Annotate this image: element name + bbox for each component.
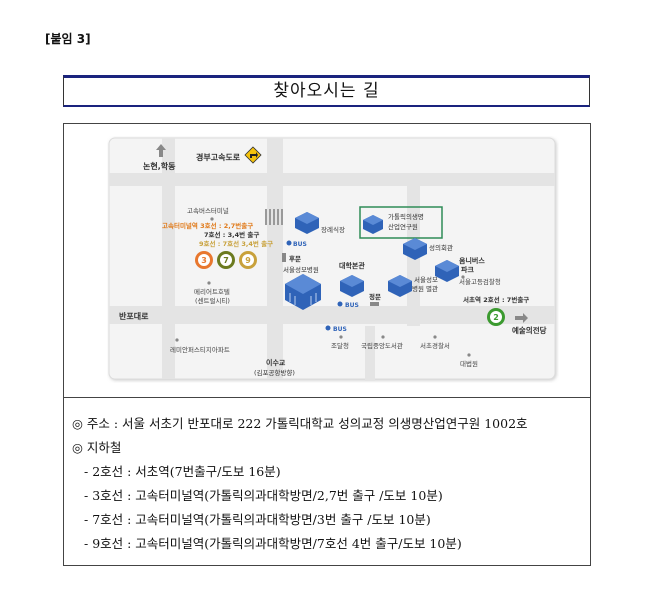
building-seoul-st-mary: [285, 274, 321, 310]
road-center: [267, 138, 283, 379]
label-bio-institute-1: 가톨릭의생명: [388, 212, 424, 221]
svg-text:2: 2: [493, 313, 499, 322]
label-isugyo-2: (김포공항방향): [254, 368, 295, 377]
right-arrow-icon: [515, 313, 528, 323]
subway-badge-9: 9: [239, 251, 257, 269]
label-marriott-1: 메리어트호텔: [194, 287, 230, 296]
building-annex: [388, 275, 412, 297]
page-title-box: 찾아오시는 길: [63, 75, 590, 107]
label-main-gate: 정문: [369, 292, 381, 301]
label-omnibus-2: 파크: [461, 265, 474, 274]
label-jangrae: 장례식장: [321, 225, 345, 234]
road-top: [109, 173, 555, 186]
back-gate-marker: [282, 253, 286, 262]
crosswalk: [265, 209, 283, 225]
label-isugyo-1: 이수교: [266, 358, 286, 367]
marker-jodalcheong: [339, 335, 343, 339]
label-seoul-st-mary: 서울성모병원: [283, 265, 319, 274]
marker-library: [381, 335, 385, 339]
marker-marriott: [207, 281, 211, 285]
marker-bus-terminal: [210, 217, 214, 221]
label-banpo-road: 반포대로: [119, 311, 149, 321]
building-bio-institute: [363, 215, 383, 234]
main-gate-marker: [370, 302, 379, 306]
label-gyeongbu: 경부고속도로: [196, 152, 241, 162]
directions-info: ◎ 주소 : 서울 서초기 반포대로 222 가톨릭대학교 성의교정 의생명산업…: [72, 412, 528, 556]
road-left: [162, 138, 175, 379]
label-bus-terminal: 고속버스터미널: [187, 206, 229, 215]
label-marriott-2: (센트럴시티): [195, 296, 230, 305]
subway-heading: ◎ 지하철: [72, 440, 122, 455]
svg-text:7: 7: [223, 256, 229, 265]
label-terminal-line7: 7호선 : 3,4번 출구: [204, 230, 259, 239]
label-terminal-line9: 9호선 : 7호선 3,4번 출구: [199, 239, 273, 248]
page-title: 찾아오시는 길: [273, 81, 380, 101]
subway-line-3: - 3호선 : 고속터미널역(가톨릭의과대학방면/2,7번 출구 /도보 10분…: [84, 488, 443, 503]
bus-stop-icon-1: [286, 240, 292, 246]
label-prosecutors: 서울고등검찰청: [459, 277, 501, 286]
label-terminal-line3: 고속터미널역 3호선 : 2,7번출구: [162, 221, 253, 230]
bus-stop-icon-3: [325, 325, 331, 331]
label-bus-2: BUS: [345, 302, 359, 309]
svg-text:9: 9: [245, 256, 251, 265]
label-raemian: 레미안퍼스티지아파트: [170, 345, 230, 354]
subway-line-7: - 7호선 : 고속터미널역(가톨릭의과대학방면/3번 출구 /도보 10분): [84, 512, 431, 527]
label-jodalcheong: 조달청: [331, 342, 349, 350]
road-banpo: [109, 306, 555, 324]
marker-police: [433, 335, 437, 339]
subway-badge-7: 7: [217, 251, 235, 269]
marker-raemian: [175, 338, 179, 342]
subway-badge-3: 3: [195, 251, 213, 269]
label-seocho-station: 서초역 2호선 : 7번출구: [463, 295, 529, 304]
label-bus-1: BUS: [293, 241, 307, 248]
section-divider: [63, 397, 591, 398]
label-univ-main: 대학본관: [339, 261, 365, 270]
label-library: 국립중앙도서관: [361, 341, 403, 350]
building-seongui-hall: [403, 238, 427, 260]
content-box: [63, 123, 591, 566]
marker-prosecutors: [461, 275, 465, 279]
address-line: ◎ 주소 : 서울 서초기 반포대로 222 가톨릭대학교 성의교정 의생명산업…: [72, 416, 528, 431]
label-bio-institute-2: 산업연구원: [388, 222, 418, 231]
label-nonhyeon: 논현,학동: [143, 161, 176, 171]
svg-text:3: 3: [201, 256, 207, 265]
location-map: 논현,학동 경부고속도로 고속버스터미널 고속터미널역 3호선 : 2,7번출구…: [107, 136, 559, 383]
highlight-box-institute: [359, 206, 443, 239]
attachment-label: [붙임 3]: [45, 32, 91, 46]
building-omnibus: [435, 260, 459, 282]
subway-line-9: - 9호선 : 고속터미널역(가톨릭의과대학방면/7호선 4번 출구/도보 10…: [84, 536, 462, 551]
building-univ-main: [340, 275, 364, 297]
label-police: 서초경찰서: [420, 341, 450, 350]
label-arts-center: 예술의전당: [512, 325, 547, 335]
bus-stop-icon-2: [337, 301, 343, 307]
subway-line-2: - 2호선 : 서초역(7번출구/도보 16분): [84, 464, 281, 479]
label-omnibus-1: 옴니버스: [459, 256, 485, 265]
label-annex-2: 병원 별관: [412, 284, 438, 293]
label-bus-3: BUS: [333, 326, 347, 333]
label-seongui-hall: 성의회관: [429, 243, 453, 252]
up-arrow-icon: [156, 144, 166, 157]
building-jangrae: [295, 212, 319, 234]
marker-supreme-court: [467, 353, 471, 357]
road-lower: [365, 326, 375, 381]
label-supreme-court: 대법원: [460, 359, 478, 368]
label-back-gate: 후문: [289, 254, 301, 263]
subway-badge-2: 2: [487, 308, 505, 326]
label-annex-1: 서울성모: [414, 275, 438, 284]
